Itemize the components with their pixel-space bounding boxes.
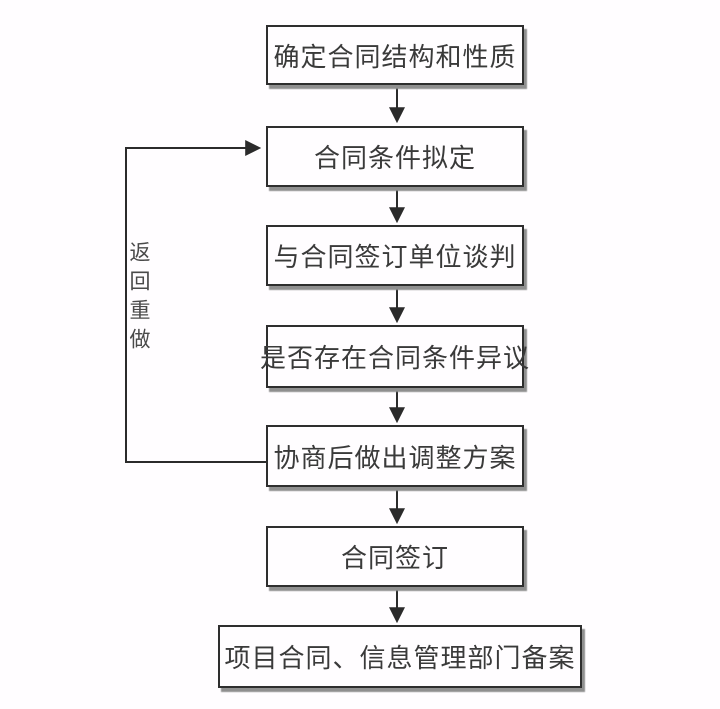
feedback-loop-label: 返回重做 (127, 241, 151, 357)
step-sign-contract: 合同签订 (266, 526, 524, 587)
step-label: 协商后做出调整方案 (273, 443, 517, 473)
step-make-adjustment-plan: 协商后做出调整方案 (266, 425, 524, 487)
step-determine-contract-structure: 确定合同结构和性质 (266, 25, 524, 85)
step-file-with-management-departments: 项目合同、信息管理部门备案 (218, 625, 582, 688)
step-label: 与合同签订单位谈判 (273, 243, 517, 272)
step-label: 确定合同结构和性质 (273, 42, 517, 72)
step-draft-contract-terms: 合同条件拟定 (266, 126, 524, 187)
step-label: 是否存在合同条件异议 (260, 344, 531, 373)
step-label: 项目合同、信息管理部门备案 (224, 644, 576, 673)
step-check-term-objections: 是否存在合同条件异议 (260, 325, 529, 388)
step-label: 合同签订 (340, 544, 449, 573)
step-label: 合同条件拟定 (313, 144, 476, 173)
step-negotiate-with-signing-party: 与合同签订单位谈判 (266, 225, 524, 286)
